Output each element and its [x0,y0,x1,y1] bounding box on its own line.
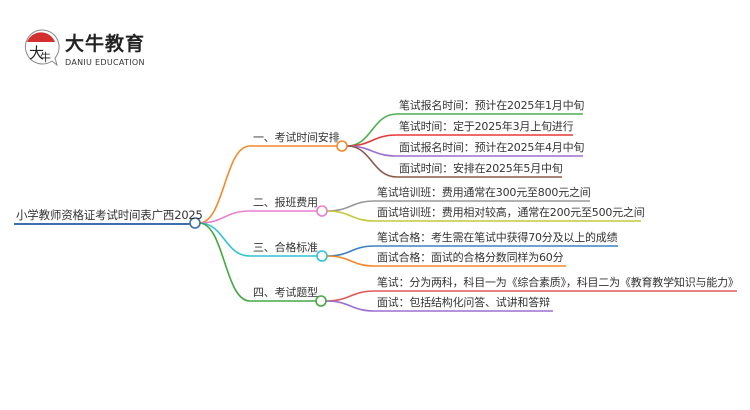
branch-node[interactable]: 一、考试时间安排 [253,131,340,144]
leaf-connector [326,210,376,222]
leaf-node[interactable]: 笔试合格：考生需在笔试中获得70分及以上的成绩 [377,231,618,244]
branch-node[interactable]: 四、考试题型 [253,286,318,299]
root-node[interactable]: 小学教师资格证考试时间表广西2025 [16,208,203,222]
leaf-node[interactable]: 笔试时间：定于2025年3月上旬进行 [399,120,574,133]
branch-connector [198,222,251,257]
branch-node-circle [316,205,328,217]
branch-node[interactable]: 二、报班费用 [253,196,318,209]
leaf-node[interactable]: 笔试培训班：费用通常在300元至800元之间 [377,186,591,199]
brand-name: 大牛教育 [65,33,146,55]
leaf-node[interactable]: 笔试报名时间：预计在2025年1月中旬 [399,99,585,112]
leaf-connector [326,245,376,257]
leaf-connector [346,145,398,178]
branch-connector [198,145,251,224]
leaf-node[interactable]: 面试：包括结构化问答、试讲和答辩 [377,296,550,309]
branch-connector [198,210,251,224]
leaf-connector [326,255,376,267]
branch-connector [198,222,251,302]
branch-node-circle [316,250,328,262]
leaf-connector [325,300,376,312]
branch-node-circle [336,140,348,152]
svg-text:牛: 牛 [40,50,51,64]
root-node-circle [189,217,201,229]
branch-node[interactable]: 三、合格标准 [253,241,318,254]
daniu-logo-icon: 大 牛 [22,28,60,66]
leaf-node[interactable]: 面试合格：面试的合格分数同样为60分 [377,251,564,264]
leaf-node[interactable]: 面试时间：安排在2025年5月中旬 [399,162,563,175]
svg-text:大: 大 [29,44,44,62]
leaf-node[interactable]: 笔试：分为两科，科目一为《综合素质》，科目二为《教育教学知识与能力》 [377,276,739,289]
leaf-node[interactable]: 面试培训班：费用相对较高，通常在200元至500元之间 [377,206,645,219]
leaf-connector [325,290,376,302]
branch-node-circle [315,295,327,307]
leaf-connector [326,200,376,212]
leaf-node[interactable]: 面试报名时间：预计在2025年4月中旬 [399,141,585,154]
brand-subtitle: DANIU EDUCATION [65,58,145,67]
